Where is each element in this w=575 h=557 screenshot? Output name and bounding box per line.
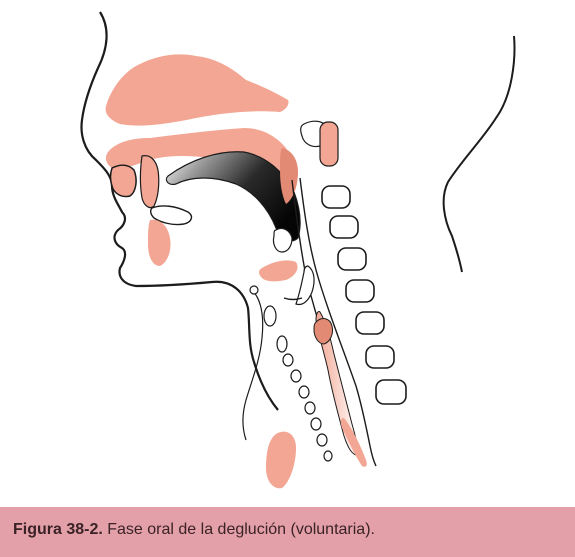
- upper-incisor: [141, 156, 159, 208]
- mandible: [148, 220, 171, 266]
- esophagus: [341, 418, 367, 467]
- atlas-vertebra: [320, 122, 338, 166]
- figure-caption: Figura 38-2. Fase oral de la deglución (…: [0, 507, 575, 557]
- vertebra-c2: [322, 186, 350, 208]
- figure-description: Fase oral de la deglución (voluntaria).: [103, 521, 375, 538]
- vertebra-c6: [356, 312, 384, 334]
- vertebra-c7: [366, 346, 394, 368]
- figure-number: Figura 38-2.: [13, 521, 103, 538]
- thyroid-cartilage: [314, 319, 333, 344]
- vertebra-c3: [330, 216, 358, 238]
- hyoid-region: [259, 260, 298, 281]
- neck-back-outline: [444, 36, 515, 272]
- nasal-cavity: [106, 54, 289, 125]
- vertebra-c5: [346, 280, 374, 302]
- vertebra-c4: [338, 248, 366, 270]
- anterior-neck-line: [243, 290, 263, 440]
- vertebra-t1: [376, 380, 406, 404]
- hyoid-upper: [273, 228, 292, 252]
- anatomy-diagram: [0, 0, 575, 505]
- thyroid-gland: [266, 432, 296, 489]
- hyoid-bone: [250, 286, 258, 294]
- upper-lip: [111, 165, 137, 196]
- vocal-fold: [284, 298, 302, 300]
- swallowing-oral-phase-illustration: [0, 0, 575, 505]
